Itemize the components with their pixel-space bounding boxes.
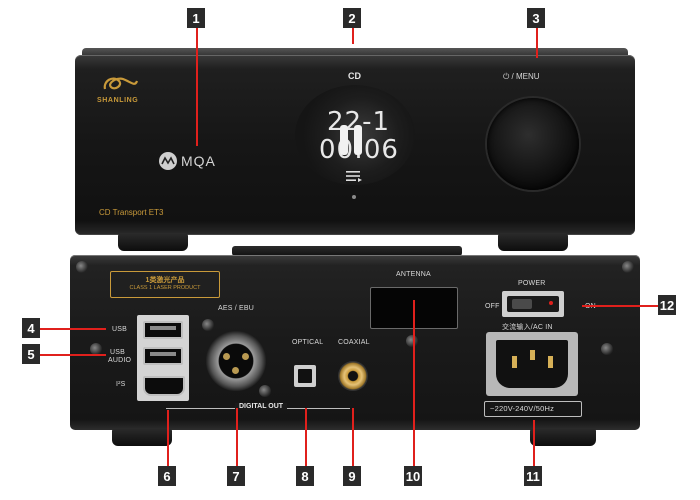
brand-name: SHANLING (97, 97, 139, 104)
leader-9 (352, 408, 354, 466)
leader-1 (196, 26, 198, 146)
playlist-icon (346, 171, 362, 182)
rear-foot-right (530, 428, 596, 446)
optical-port[interactable] (294, 365, 316, 387)
shanling-logo-icon (103, 77, 139, 90)
laser-sticker: 1类激光产品 CLASS 1 LASER PRODUCT (110, 271, 220, 298)
power-label: POWER (518, 280, 546, 287)
leader-4 (40, 328, 106, 330)
cd-label: CD (348, 71, 361, 81)
screw (259, 385, 271, 397)
screw (406, 335, 418, 347)
callout-7: 7 (227, 466, 245, 486)
front-unit-top (82, 48, 628, 58)
laser-line-1: 1类激光产品 (145, 277, 185, 284)
front-foot-left (118, 233, 188, 251)
leader-11 (533, 420, 535, 466)
callout-9: 9 (343, 466, 361, 486)
callout-1: 1 (187, 8, 205, 28)
leader-3 (536, 26, 538, 58)
leader-2 (352, 26, 354, 44)
mqa-label: MQA (181, 153, 216, 169)
mqa-icon (159, 152, 177, 170)
voltage-label: ~220V-240V/50Hz (490, 404, 555, 413)
callout-4: 4 (22, 318, 40, 338)
front-foot-right (498, 233, 568, 251)
leader-10 (413, 300, 415, 466)
power-off-label: OFF (485, 303, 500, 310)
screw (202, 319, 214, 331)
callout-6: 6 (158, 466, 176, 486)
usb-audio-label-1: USB (110, 349, 125, 356)
digital-out-label: DIGITAL OUT (235, 403, 288, 410)
power-switch[interactable] (502, 291, 564, 317)
rear-foot-left (112, 428, 172, 446)
antenna-label: ANTENNA (396, 271, 431, 278)
leader-6 (167, 410, 169, 466)
usb-port[interactable] (143, 321, 183, 339)
callout-5: 5 (22, 344, 40, 364)
ac-in-socket[interactable] (486, 332, 578, 396)
model-label: CD Transport ET3 (99, 208, 164, 217)
leader-5 (40, 354, 106, 356)
rear-panel: 1类激光产品 CLASS 1 LASER PRODUCT USB USB AUD… (70, 255, 640, 430)
ir-sensor (352, 195, 356, 199)
power-menu-knob[interactable] (487, 98, 579, 190)
screw (601, 343, 613, 355)
screw (622, 261, 634, 273)
coaxial-label: COAXIAL (338, 339, 370, 346)
screw (76, 261, 88, 273)
callout-11: 11 (524, 466, 542, 486)
leader-12 (582, 305, 658, 307)
usb-label: USB (112, 326, 127, 333)
aes-ebu-xlr-connector[interactable] (206, 331, 266, 391)
usb-audio-port[interactable] (143, 347, 183, 365)
pause-icon-bar (354, 125, 362, 155)
screw (90, 343, 102, 355)
rear-unit-top (232, 246, 462, 256)
power-menu-label: ⏻ / MENU (503, 72, 540, 81)
leader-7 (236, 408, 238, 466)
aes-ebu-label: AES / EBU (218, 305, 255, 312)
laser-line-2: CLASS 1 LASER PRODUCT (129, 285, 201, 291)
callout-12: 12 (658, 295, 676, 315)
usb-audio-label-2: AUDIO (108, 357, 132, 364)
callout-8: 8 (296, 466, 314, 486)
i2s-hdmi-port[interactable] (143, 376, 185, 396)
coaxial-port[interactable] (338, 361, 368, 391)
front-panel: SHANLING MQA CD 22-1 00:06 CD Transport … (75, 55, 635, 235)
callout-2: 2 (343, 8, 361, 28)
callout-3: 3 (527, 8, 545, 28)
pause-icon (340, 125, 348, 155)
optical-label: OPTICAL (292, 339, 324, 346)
voltage-box: ~220V-240V/50Hz (484, 401, 582, 417)
callout-10: 10 (404, 466, 422, 486)
i2s-label: I²S (116, 381, 126, 388)
leader-8 (305, 408, 307, 466)
ac-in-label: 交流输入/AC IN (502, 324, 553, 331)
